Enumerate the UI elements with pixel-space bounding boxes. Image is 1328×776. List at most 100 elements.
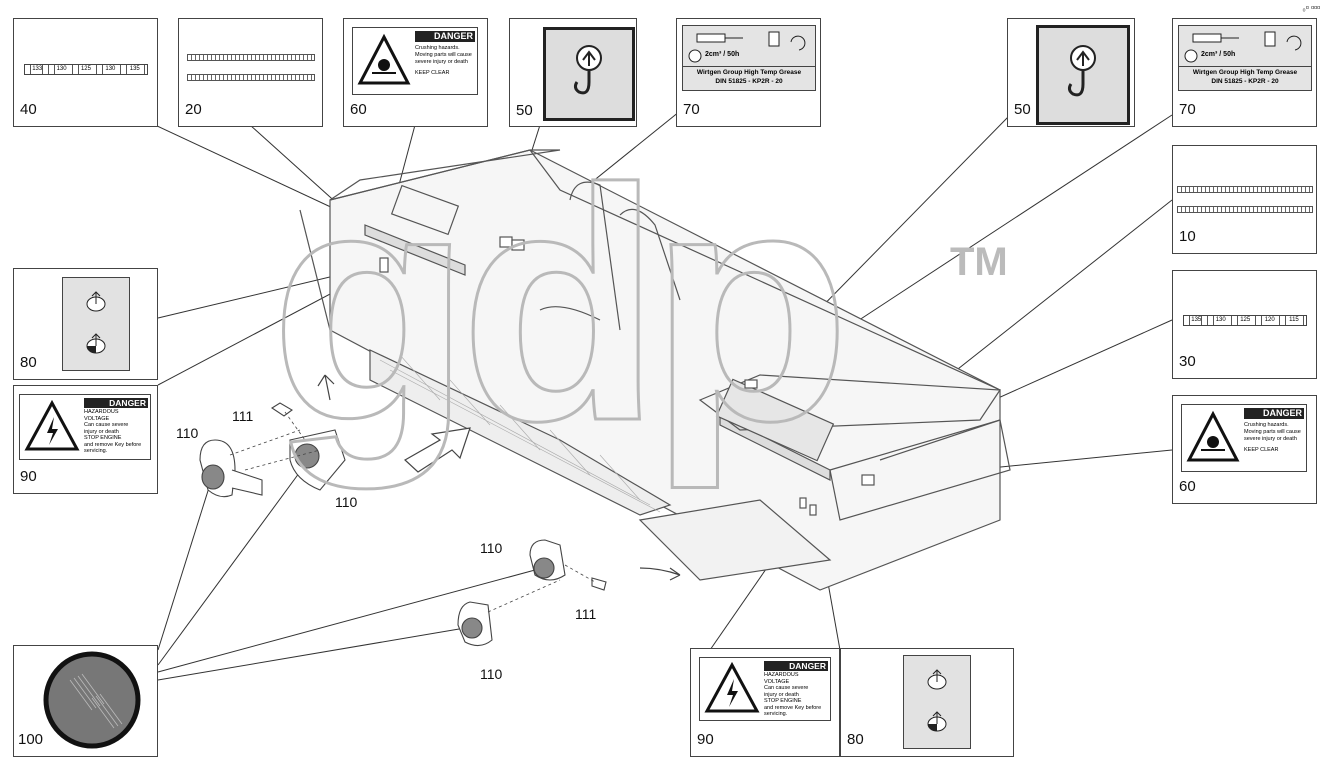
part-box-50-right: 50 <box>1007 18 1135 127</box>
part-box-80-bottom: 80 <box>840 648 1014 757</box>
bolt-111b <box>591 577 607 591</box>
lamp-brackets <box>199 402 607 647</box>
voltage-sticker: DANGER HAZARDOUS VOLTAGE Can cause sever… <box>699 657 831 721</box>
scale-tick: 130 <box>56 65 67 74</box>
part-number: 50 <box>516 102 533 119</box>
crush-line: Crushing hazards. <box>1244 422 1289 428</box>
leader-100d <box>157 627 466 681</box>
leader-100b <box>157 464 306 666</box>
part-box-60-top: DANGER Crushing hazards. Moving parts wi… <box>343 18 488 127</box>
scale-tick: 120 <box>1264 316 1275 325</box>
voltage-sticker: DANGER HAZARDOUS VOLTAGE Can cause sever… <box>19 394 151 460</box>
part-number: 10 <box>1179 228 1196 245</box>
danger-header: DANGER <box>1244 408 1304 419</box>
machine-outline <box>299 149 1011 591</box>
grease-gun-icon <box>688 33 743 63</box>
callout-110-mid: 110 <box>335 494 358 510</box>
strip-bottom <box>1177 206 1313 213</box>
lamp-sticker <box>62 277 130 371</box>
scale-tick: 115 <box>1289 316 1299 325</box>
danger-header: DANGER <box>764 661 828 671</box>
part-number: 90 <box>20 468 37 485</box>
part-box-60-right: DANGER Crushing hazards. Moving parts wi… <box>1172 395 1317 504</box>
watermark-trademark: TM <box>950 240 1008 284</box>
part-box-10: 10 <box>1172 145 1317 254</box>
strip-top <box>1177 186 1313 193</box>
voltage-line: injury or death <box>764 691 799 698</box>
danger-header: DANGER <box>415 31 475 42</box>
callout-111-right: 111 <box>575 606 597 622</box>
part-box-70-left: 2cm³ / 50h Wirtgen Group High Temp Greas… <box>676 18 821 127</box>
part-box-40: 133 130 125 130 135 40 <box>13 18 158 127</box>
scale-strip: 135 130 125 120 115 <box>1183 315 1307 326</box>
strip-top <box>187 54 315 61</box>
part-box-90-left: DANGER HAZARDOUS VOLTAGE Can cause sever… <box>13 385 158 494</box>
keep-clear: KEEP CLEAR <box>415 70 450 76</box>
grease-interval: 2cm³ / 50h <box>705 51 740 58</box>
part-number: 70 <box>683 101 700 118</box>
voltage-title: VOLTAGE <box>764 678 790 685</box>
dashed-guides <box>229 411 596 613</box>
callout-110-left: 110 <box>176 425 199 441</box>
lifting-hook-icon <box>1067 45 1096 97</box>
part-number: 80 <box>20 354 37 371</box>
voltage-text: HAZARDOUS VOLTAGE Can cause severe injur… <box>84 409 141 455</box>
part-box-70-right: 2cm³ / 50h Wirtgen Group High Temp Greas… <box>1172 18 1317 127</box>
voltage-title: VOLTAGE <box>84 415 110 422</box>
voltage-line: injury or death <box>84 428 119 435</box>
danger-sticker: DANGER Crushing hazards. Moving parts wi… <box>352 27 478 95</box>
crush-line: severe injury or death <box>1244 436 1297 442</box>
voltage-text: HAZARDOUS VOLTAGE Can cause severe injur… <box>764 672 821 718</box>
lamp-up-icon <box>927 669 947 732</box>
lamp-up-icon <box>86 291 106 354</box>
warning-triangle-icon <box>1186 410 1240 462</box>
part-box-20: 20 <box>178 18 323 127</box>
scale-tick: 135 <box>1191 316 1202 325</box>
crush-line: Moving parts will cause <box>1244 429 1301 435</box>
part-box-100: 100 <box>13 645 158 757</box>
lamp-lens-icon <box>43 651 141 749</box>
voltage-stop: STOP ENGINE <box>84 435 122 441</box>
callout-111-left: 111 <box>232 408 254 424</box>
part-number: 60 <box>350 101 367 118</box>
callout-110-right-bottom: 110 <box>480 666 503 682</box>
voltage-stop: servicing. <box>764 711 788 717</box>
grease-line-2: DIN 51825 - KP2R - 20 <box>715 78 783 85</box>
hook-sticker <box>1036 25 1130 125</box>
strip-bottom <box>187 74 315 81</box>
leader-100a <box>157 477 213 651</box>
part-number: 100 <box>18 731 44 748</box>
voltage-line: Can cause severe <box>84 422 129 428</box>
grease-interval: 2cm³ / 50h <box>1201 51 1236 58</box>
crush-text: Crushing hazards. Moving parts will caus… <box>1244 422 1301 454</box>
electric-hazard-icon <box>704 661 760 713</box>
part-box-80-left: 80 <box>13 268 158 380</box>
part-box-90-bottom: DANGER HAZARDOUS VOLTAGE Can cause sever… <box>690 648 840 757</box>
voltage-title: HAZARDOUS <box>84 409 119 415</box>
part-number: 50 <box>1014 101 1031 118</box>
danger-header: DANGER <box>84 398 148 408</box>
curved-arrow-right <box>639 567 681 581</box>
callout-110-right-top: 110 <box>480 540 503 556</box>
electric-hazard-icon <box>24 399 80 451</box>
scale-tick: 130 <box>1215 316 1226 325</box>
part-number: 90 <box>697 731 714 748</box>
lifting-hook-icon <box>573 45 602 95</box>
crush-line: Moving parts will cause <box>415 52 472 58</box>
corner-mark: ₀ᵅ ᵅᵅᵅ <box>1302 4 1320 13</box>
hook-sticker <box>543 27 635 121</box>
voltage-line: Can cause severe <box>764 685 809 691</box>
scale-tick: 130 <box>105 65 116 74</box>
crush-text: Crushing hazards. Moving parts will caus… <box>415 45 472 77</box>
lamp-sticker <box>903 655 971 749</box>
part-box-50-left <box>509 18 637 127</box>
watermark-text: gdp <box>269 120 853 489</box>
big-arrow <box>403 427 471 473</box>
leader-100c <box>157 569 536 673</box>
voltage-stop: and remove Key before <box>764 704 822 711</box>
voltage-stop: and remove Key before <box>84 441 142 448</box>
part-number: 20 <box>185 101 202 118</box>
curved-arrow-up <box>317 374 335 401</box>
scale-tick: 135 <box>129 65 140 74</box>
